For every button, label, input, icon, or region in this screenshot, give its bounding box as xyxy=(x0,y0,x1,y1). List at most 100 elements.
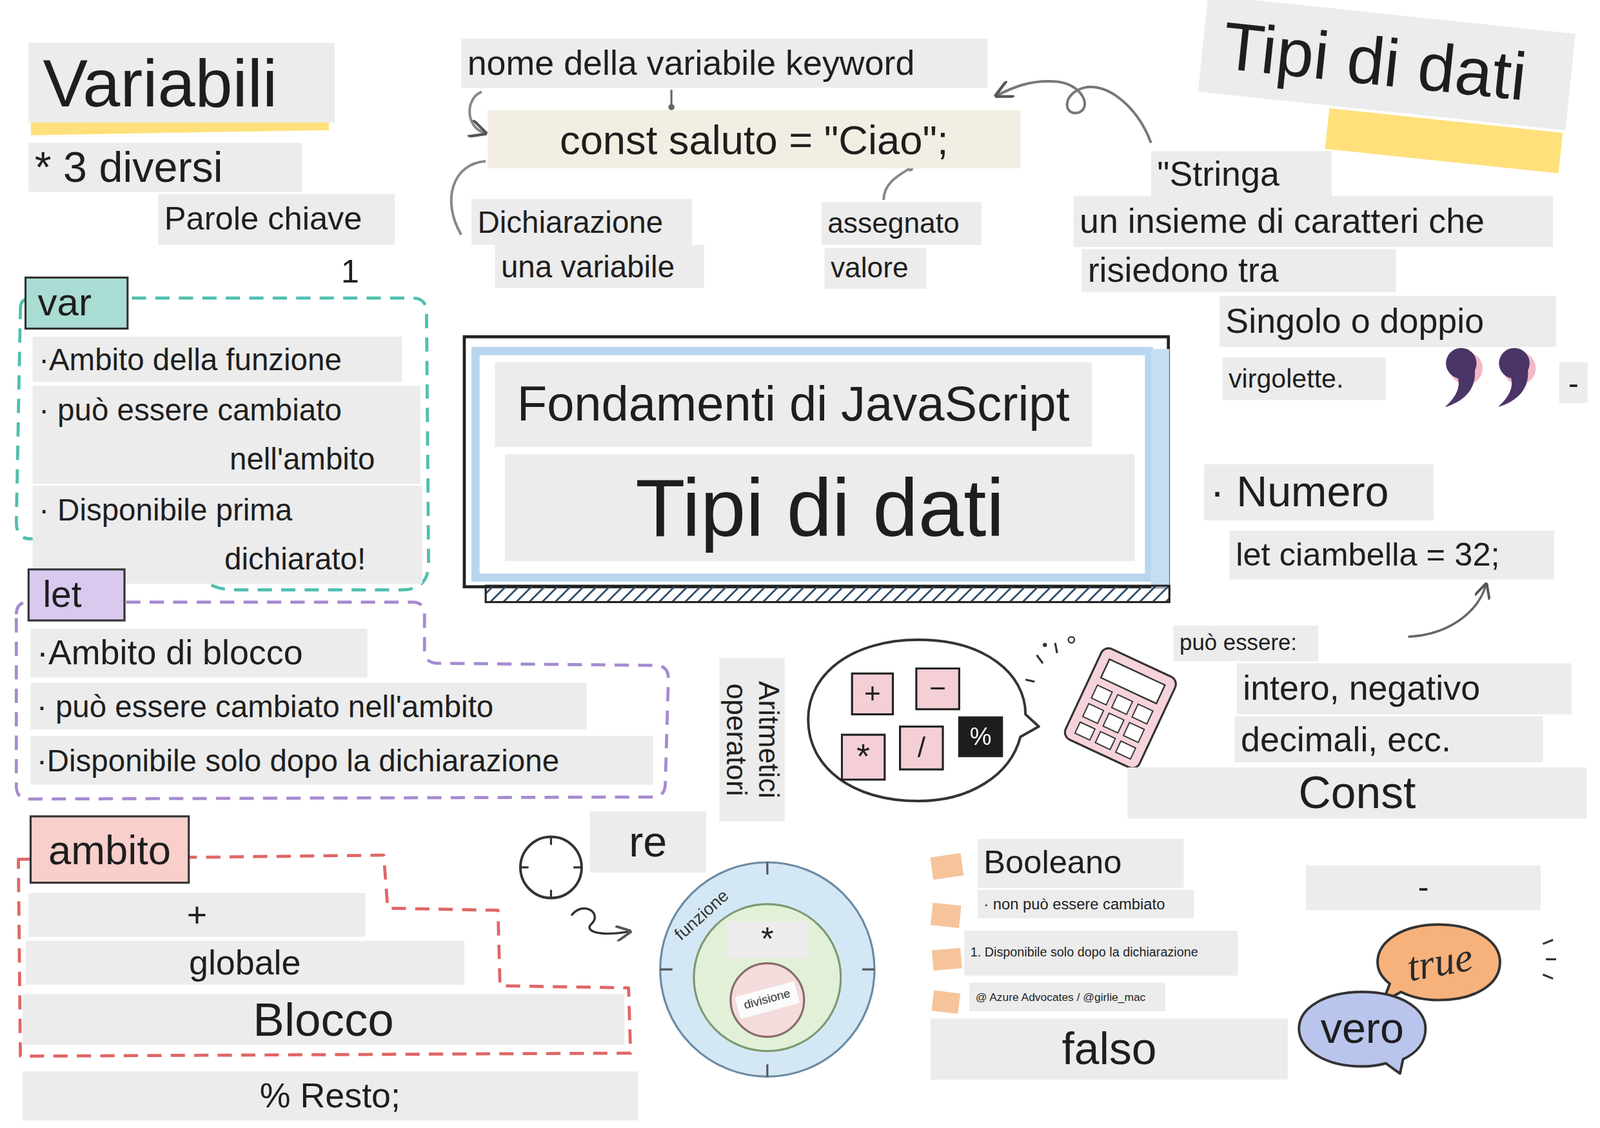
sticky-note xyxy=(931,990,961,1014)
scope-panel-text: Blocco xyxy=(22,993,625,1045)
code-box: const saluto = "Ciao"; xyxy=(487,110,1021,169)
middle-ring xyxy=(693,904,841,1052)
squiggle-arrow xyxy=(571,908,629,934)
modulo-key-text: % xyxy=(958,717,1002,756)
note: intero, negativo xyxy=(1236,662,1572,714)
calculator-key xyxy=(1102,713,1124,734)
calculator-key xyxy=(1075,722,1096,741)
outer-ring xyxy=(660,862,875,1077)
scope-outline xyxy=(18,855,631,1057)
note: "Stringa xyxy=(1151,150,1332,198)
title-box-text: Fondamenti di JavaScript xyxy=(494,362,1092,447)
quote-tail xyxy=(1498,367,1529,408)
credit: @ Azure Advocates / @girlie_mac xyxy=(969,982,1166,1012)
title-box-text: Tipi di dati xyxy=(504,454,1135,562)
ring-ticks xyxy=(660,862,875,1077)
vero-bubble-text: vero xyxy=(1311,1005,1413,1053)
note: 1. Disponibile solo dopo la dichiarazion… xyxy=(964,930,1238,976)
divide-key-text: / xyxy=(900,726,943,770)
annotation: valore xyxy=(824,247,927,289)
speech-bubble xyxy=(1298,991,1426,1074)
let-panel-text: · può essere cambiato nell'ambito xyxy=(30,682,587,731)
let-outline xyxy=(16,602,669,800)
note: decimali, ecc. xyxy=(1234,716,1544,763)
note: Parole chiave xyxy=(158,194,395,246)
let-tag xyxy=(28,569,125,621)
scope-panel-text: globale xyxy=(25,940,465,985)
var-panel-text: · può essere cambiato nell'ambito xyxy=(32,385,421,484)
plus-key-face xyxy=(851,673,893,714)
plus-key-text: + xyxy=(851,673,893,714)
times-key-face xyxy=(841,734,885,780)
title-shade xyxy=(1151,348,1170,588)
speech-bubble xyxy=(808,639,1039,801)
modulo-key: % xyxy=(958,717,1002,756)
clock-ticks xyxy=(520,836,582,898)
note: % Resto; xyxy=(22,1071,638,1121)
value-label: falso xyxy=(930,1018,1288,1080)
title-wash xyxy=(475,350,1149,578)
clock-icon xyxy=(520,836,582,898)
true-bubble: true xyxy=(1372,921,1506,1008)
note: Singolo o doppio xyxy=(1219,296,1557,347)
let-panel: let·Ambito di blocco· può essere cambiat… xyxy=(12,566,676,803)
calculator-key xyxy=(1131,704,1153,725)
leader-arrow xyxy=(1408,585,1486,637)
type-heading: Const xyxy=(1127,767,1587,819)
quote-tail xyxy=(1444,367,1475,408)
vero-bubble: vero xyxy=(1293,987,1432,1080)
calculator-key xyxy=(1115,740,1136,760)
scope-ring-inner: divisione xyxy=(730,963,805,1038)
type-heading: Booleano xyxy=(977,839,1185,889)
annotation: una variabile xyxy=(494,245,704,288)
scope-panel: ambito +globaleBlocco xyxy=(12,811,637,1063)
note: · non può essere cambiato xyxy=(977,889,1194,919)
calculator-key xyxy=(1091,684,1112,705)
operator-bubble: Aritmetici operatori+−*/% xyxy=(714,634,1041,825)
sticky-note xyxy=(930,902,962,929)
var-outline xyxy=(16,297,429,591)
scope-panel-text: ambito xyxy=(30,816,189,883)
scope-ring-outer: funzione*divisione xyxy=(658,860,878,1079)
let-panel-text: let xyxy=(28,569,125,621)
times-key: * xyxy=(841,734,885,780)
dash-mark: - xyxy=(1305,865,1541,911)
calculator-icon xyxy=(1062,645,1179,771)
section-heading: Tipi di dati xyxy=(1198,0,1576,131)
callout-number: 1 xyxy=(332,252,368,292)
note: virgolette. xyxy=(1222,357,1386,400)
calculator-key xyxy=(1082,703,1104,724)
leader-arrow xyxy=(469,91,484,133)
annotation: Dichiarazione xyxy=(471,199,692,246)
annotation: assegnato xyxy=(821,201,982,245)
plus-key: + xyxy=(851,673,893,714)
type-heading: · Numero xyxy=(1204,464,1434,521)
leader-line xyxy=(670,89,673,106)
calculator-body xyxy=(1062,645,1179,771)
calculator-key xyxy=(1111,694,1133,715)
note: risiedono tra xyxy=(1081,248,1396,292)
inner-ring xyxy=(730,963,805,1038)
minus-key-face xyxy=(916,668,959,709)
leader-dot xyxy=(668,103,674,110)
sparkle-dot xyxy=(1068,636,1075,643)
emphasis-ticks xyxy=(1542,939,1557,979)
annotation: nome della variabile keyword xyxy=(461,38,988,88)
sparkle-lines xyxy=(1025,642,1057,682)
scope-ring-middle: *divisione xyxy=(693,904,841,1052)
modulo-key-face xyxy=(958,717,1002,756)
minus-key-text: − xyxy=(916,668,959,709)
note: un insieme di caratteri che xyxy=(1073,196,1554,247)
let-panel-text: ·Disponibile solo dopo la dichiarazione xyxy=(30,735,653,785)
calculator-key xyxy=(1123,722,1145,743)
title-hatch xyxy=(485,585,1170,602)
times-key-text: * xyxy=(841,734,885,780)
divide-key-face xyxy=(900,726,943,770)
scope-panel-text: + xyxy=(28,892,366,937)
title-box: Fondamenti di JavaScriptTipi di dati xyxy=(459,331,1174,605)
calculator-key xyxy=(1095,731,1116,750)
code-example: let ciambella = 32; xyxy=(1229,530,1555,580)
leader-line xyxy=(883,169,909,200)
title-frame xyxy=(464,336,1169,587)
